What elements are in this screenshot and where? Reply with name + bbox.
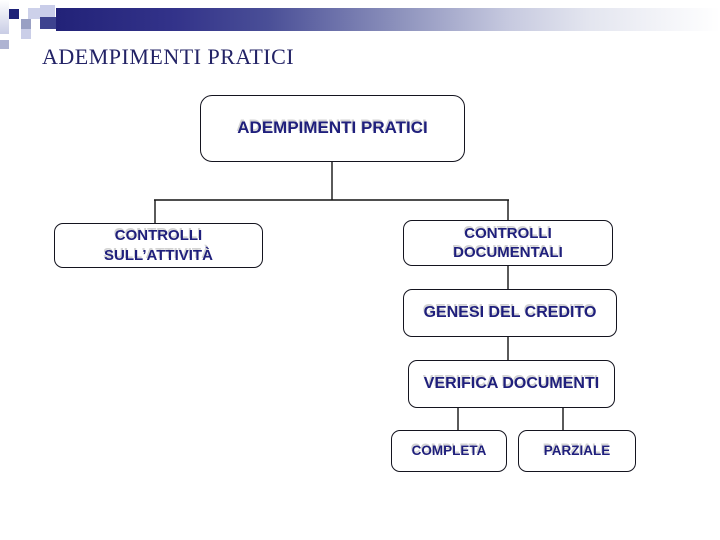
node-parziale: PARZIALE: [518, 430, 636, 472]
deco-square: [21, 19, 31, 29]
deco-square: [28, 8, 40, 19]
node-verifica-documenti: VERIFICA DOCUMENTI: [408, 360, 615, 408]
deco-square: [0, 40, 9, 49]
deco-gradient-strip: [0, 0, 9, 34]
node-controlli-documentali: CONTROLLI DOCUMENTALI: [403, 220, 613, 266]
deco-square: [40, 17, 56, 29]
deco-square: [9, 9, 19, 19]
node-controlli-attivita: CONTROLLI SULL’ATTIVITÀ: [54, 223, 263, 268]
node-completa: COMPLETA: [391, 430, 507, 472]
page-title: ADEMPIMENTI PRATICI: [42, 44, 295, 69]
deco-square: [40, 5, 55, 17]
node-adempimenti-pratici: ADEMPIMENTI PRATICI: [200, 95, 465, 162]
deco-gradient-bar: [56, 8, 720, 31]
node-genesi-del-credito: GENESI DEL CREDITO: [403, 289, 617, 337]
deco-square: [21, 29, 31, 39]
